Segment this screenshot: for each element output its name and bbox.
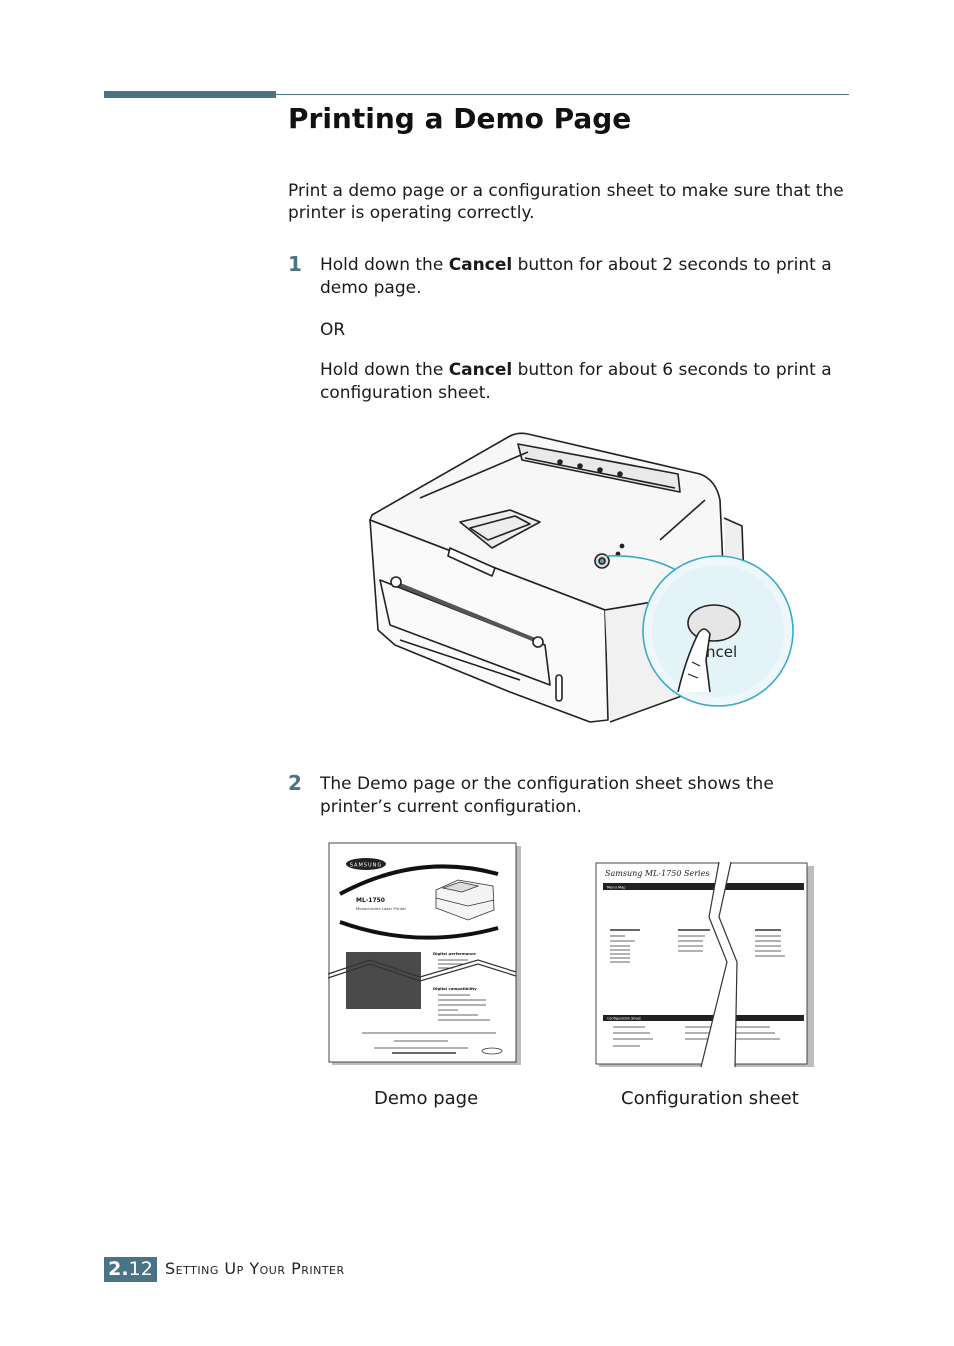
demo-section-1: Digital performance [433,951,476,956]
demo-model: ML-1750 [356,897,385,904]
printer-illustration: ncel [369,432,794,723]
demo-page-caption: Demo page [374,1088,479,1109]
configuration-sheet-thumbnail: Samsung ML-1750 Series Menu Map Configur… [595,861,814,1068]
page-number: 12 [128,1258,153,1280]
demo-brand: SAMSUNG [350,863,382,869]
demo-page-thumbnail: SAMSUNG ML-1750 Monochrome Laser Printer… [327,842,521,1065]
step-2-number: 2 [288,771,302,795]
config-menu-bar: Menu Map [607,886,626,890]
cancel-keyword: Cancel [448,360,513,380]
step-1-or: OR [320,320,346,340]
cancel-button-label: ncel [706,643,737,661]
footer-section-title: Setting Up Your Printer [165,1259,345,1278]
config-sheet-bar: Configuration Sheet [607,1017,642,1021]
header-rule-thin [276,94,849,95]
step-2-text: The Demo page or the configuration sheet… [320,774,774,817]
demo-section-2: Digital compatibility [433,986,477,991]
step-1-text: Hold down the Cancel button for about 2 … [320,255,832,298]
demo-subtitle: Monochrome Laser Printer [356,906,406,911]
header-rule-thick [104,91,276,98]
step-1-number: 1 [288,252,302,276]
page-number-badge: 2.12 [104,1257,157,1282]
page-title: Printing a Demo Page [288,102,632,135]
intro-paragraph: Print a demo page or a configuration she… [288,181,844,223]
cancel-keyword: Cancel [448,255,513,275]
config-title: Samsung ML-1750 Series [605,869,709,878]
chapter-number: 2. [108,1258,129,1280]
configuration-sheet-caption: Configuration sheet [621,1088,799,1109]
step-1-alt-text: Hold down the Cancel button for about 6 … [320,360,832,403]
